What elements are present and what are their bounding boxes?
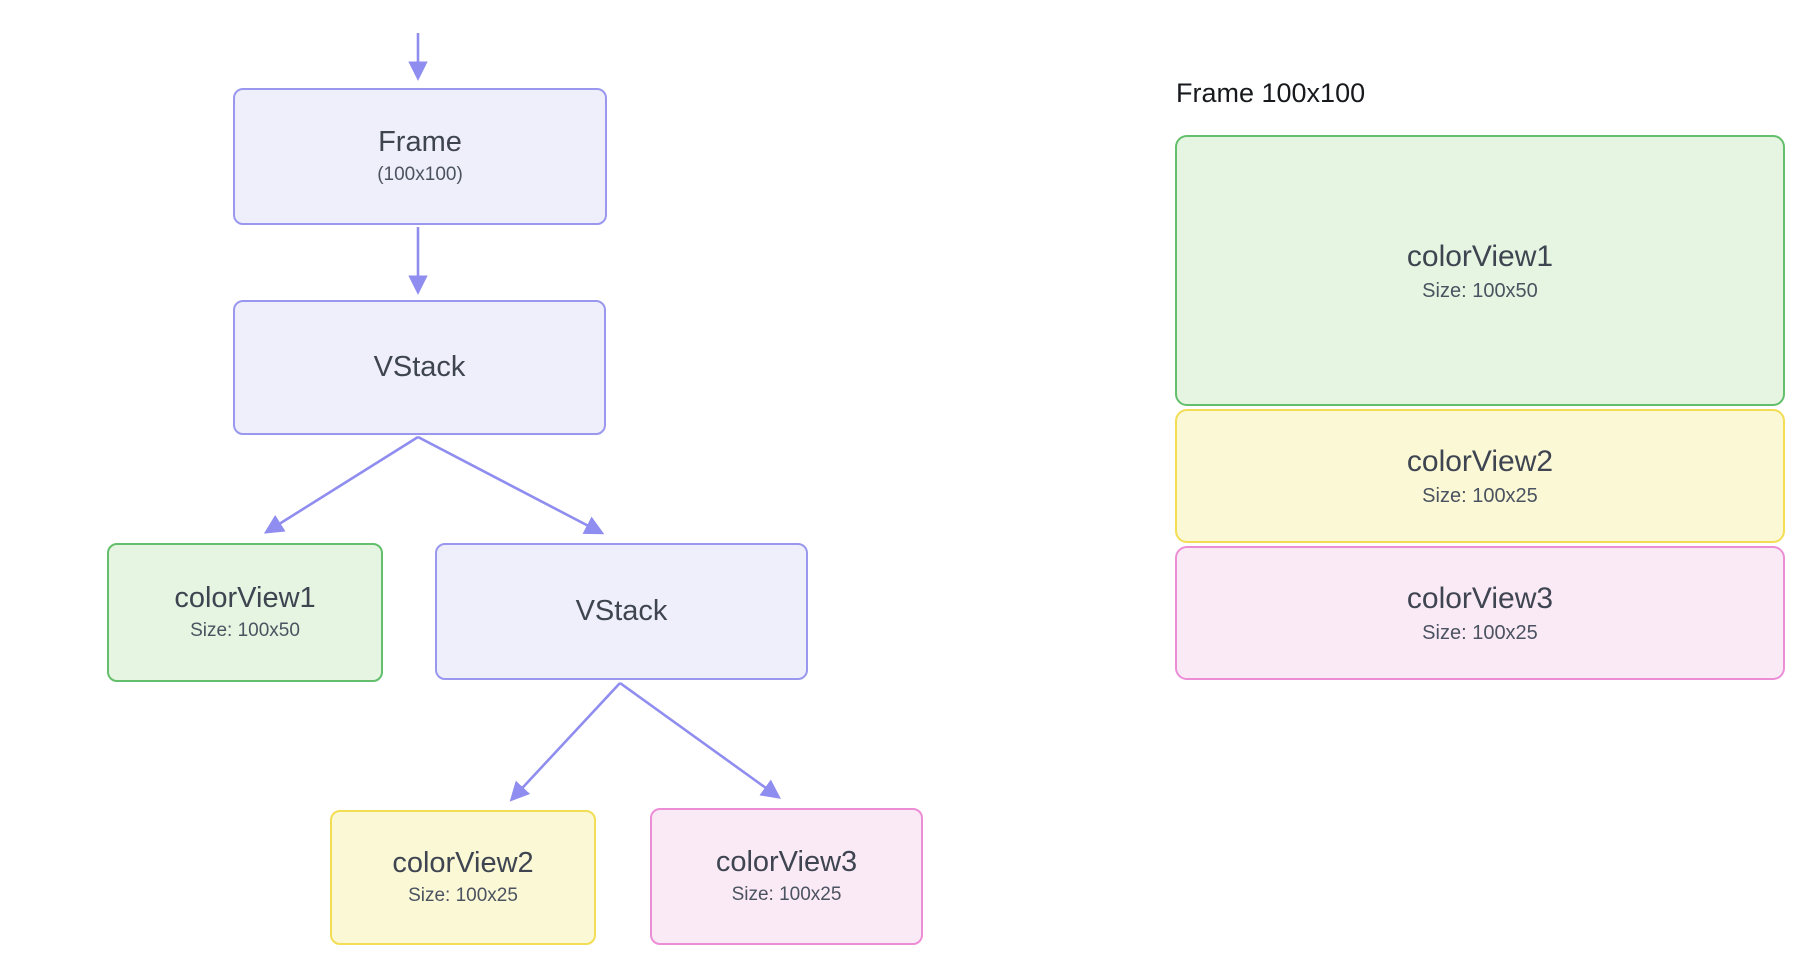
connector-vstack-to-colorview1 bbox=[263, 435, 419, 534]
preview-colorview1-title: colorView1 bbox=[1406, 239, 1554, 273]
frame-node-title: Frame bbox=[378, 126, 462, 159]
colorview3-node-subtitle: Size: 100x25 bbox=[731, 884, 842, 905]
vstack-inner-node: VStack bbox=[435, 543, 808, 680]
connector-vstack2-to-colorview2 bbox=[509, 682, 621, 802]
connector-vstack2-to-colorview3 bbox=[619, 681, 781, 799]
vstack-inner-node-title: VStack bbox=[575, 594, 668, 627]
preview-colorview2: colorView2 Size: 100x25 bbox=[1175, 409, 1785, 543]
frame-node-subtitle: (100x100) bbox=[377, 164, 463, 185]
colorview1-node-subtitle: Size: 100x50 bbox=[190, 620, 300, 641]
preview-colorview3: colorView3 Size: 100x25 bbox=[1175, 546, 1785, 680]
vstack-outer-node: VStack bbox=[233, 300, 606, 435]
connector-vstack-to-vstack2 bbox=[417, 435, 605, 535]
preview-colorview2-size: Size: 100x25 bbox=[1422, 485, 1538, 507]
colorview3-node: colorView3 Size: 100x25 bbox=[650, 808, 923, 945]
colorview1-node-title: colorView1 bbox=[174, 582, 316, 615]
frame-node: Frame (100x100) bbox=[233, 88, 607, 225]
preview-colorview1: colorView1 Size: 100x50 bbox=[1175, 135, 1785, 406]
preview-frame-label: Frame 100x100 bbox=[1176, 78, 1366, 108]
preview-colorview3-size: Size: 100x25 bbox=[1422, 622, 1538, 644]
preview-colorview2-title: colorView2 bbox=[1406, 445, 1554, 478]
colorview2-node-title: colorView2 bbox=[392, 847, 534, 880]
colorview1-node: colorView1 Size: 100x50 bbox=[107, 543, 383, 682]
colorview2-node: colorView2 Size: 100x25 bbox=[330, 810, 596, 945]
colorview2-node-subtitle: Size: 100x25 bbox=[408, 885, 518, 906]
colorview3-node-title: colorView3 bbox=[715, 846, 858, 879]
preview-colorview3-title: colorView3 bbox=[1406, 582, 1554, 615]
preview-colorview1-size: Size: 100x50 bbox=[1422, 279, 1538, 302]
vstack-outer-node-title: VStack bbox=[373, 350, 466, 383]
